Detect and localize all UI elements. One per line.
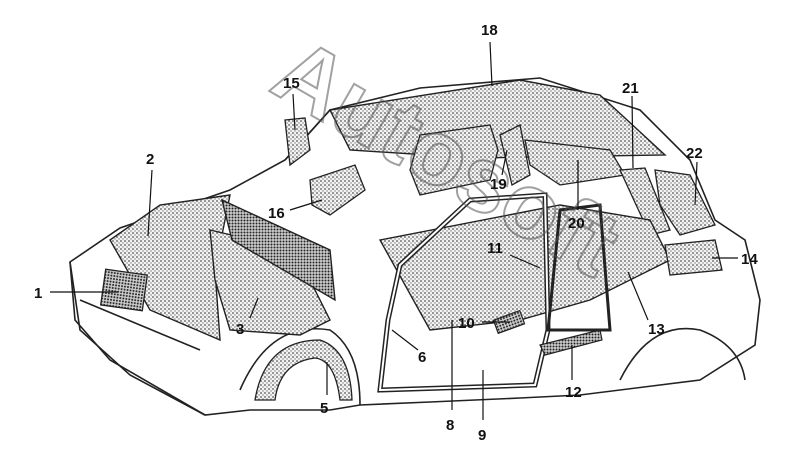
rear-quarter-trim-22: [654, 169, 716, 236]
label-9: 9: [478, 427, 486, 444]
label-18: 18: [481, 22, 498, 39]
leader-lines: [50, 41, 738, 420]
label-11: 11: [487, 240, 503, 257]
label-1: 1: [34, 285, 42, 302]
heater-duct-16: [309, 164, 366, 216]
wheel-arch-liner: [254, 339, 353, 401]
label-8: 8: [446, 417, 454, 434]
heater-duct-15: [284, 117, 311, 167]
bulkhead-pad: [220, 198, 336, 302]
label-21: 21: [622, 80, 639, 97]
label-3: 3: [236, 321, 244, 338]
a-pillar-trim: [499, 124, 531, 186]
front-panel: [99, 268, 149, 312]
boot-panel-14: [664, 239, 723, 276]
label-13: 13: [648, 321, 665, 338]
label-20: 20: [568, 215, 585, 232]
label-2: 2: [146, 151, 154, 168]
label-10: 10: [458, 315, 475, 332]
label-12: 12: [565, 384, 582, 401]
sill-trim-12: [539, 329, 603, 356]
roof-lining: [328, 79, 667, 159]
c-pillar-trim-21: [619, 167, 671, 236]
bonnet-insulation: [109, 194, 231, 342]
label-15: 15: [283, 75, 300, 92]
door-seal-front-inner: [378, 193, 550, 392]
rear-side-panel-20: [524, 139, 627, 186]
label-22: 22: [686, 145, 703, 162]
door-seal-rear: [546, 203, 612, 332]
label-5: 5: [320, 400, 328, 417]
label-6: 6: [418, 349, 426, 366]
label-16: 16: [268, 205, 285, 222]
door-trim-upper: [409, 124, 499, 196]
label-19: 19: [490, 176, 507, 193]
label-14: 14: [741, 251, 758, 268]
